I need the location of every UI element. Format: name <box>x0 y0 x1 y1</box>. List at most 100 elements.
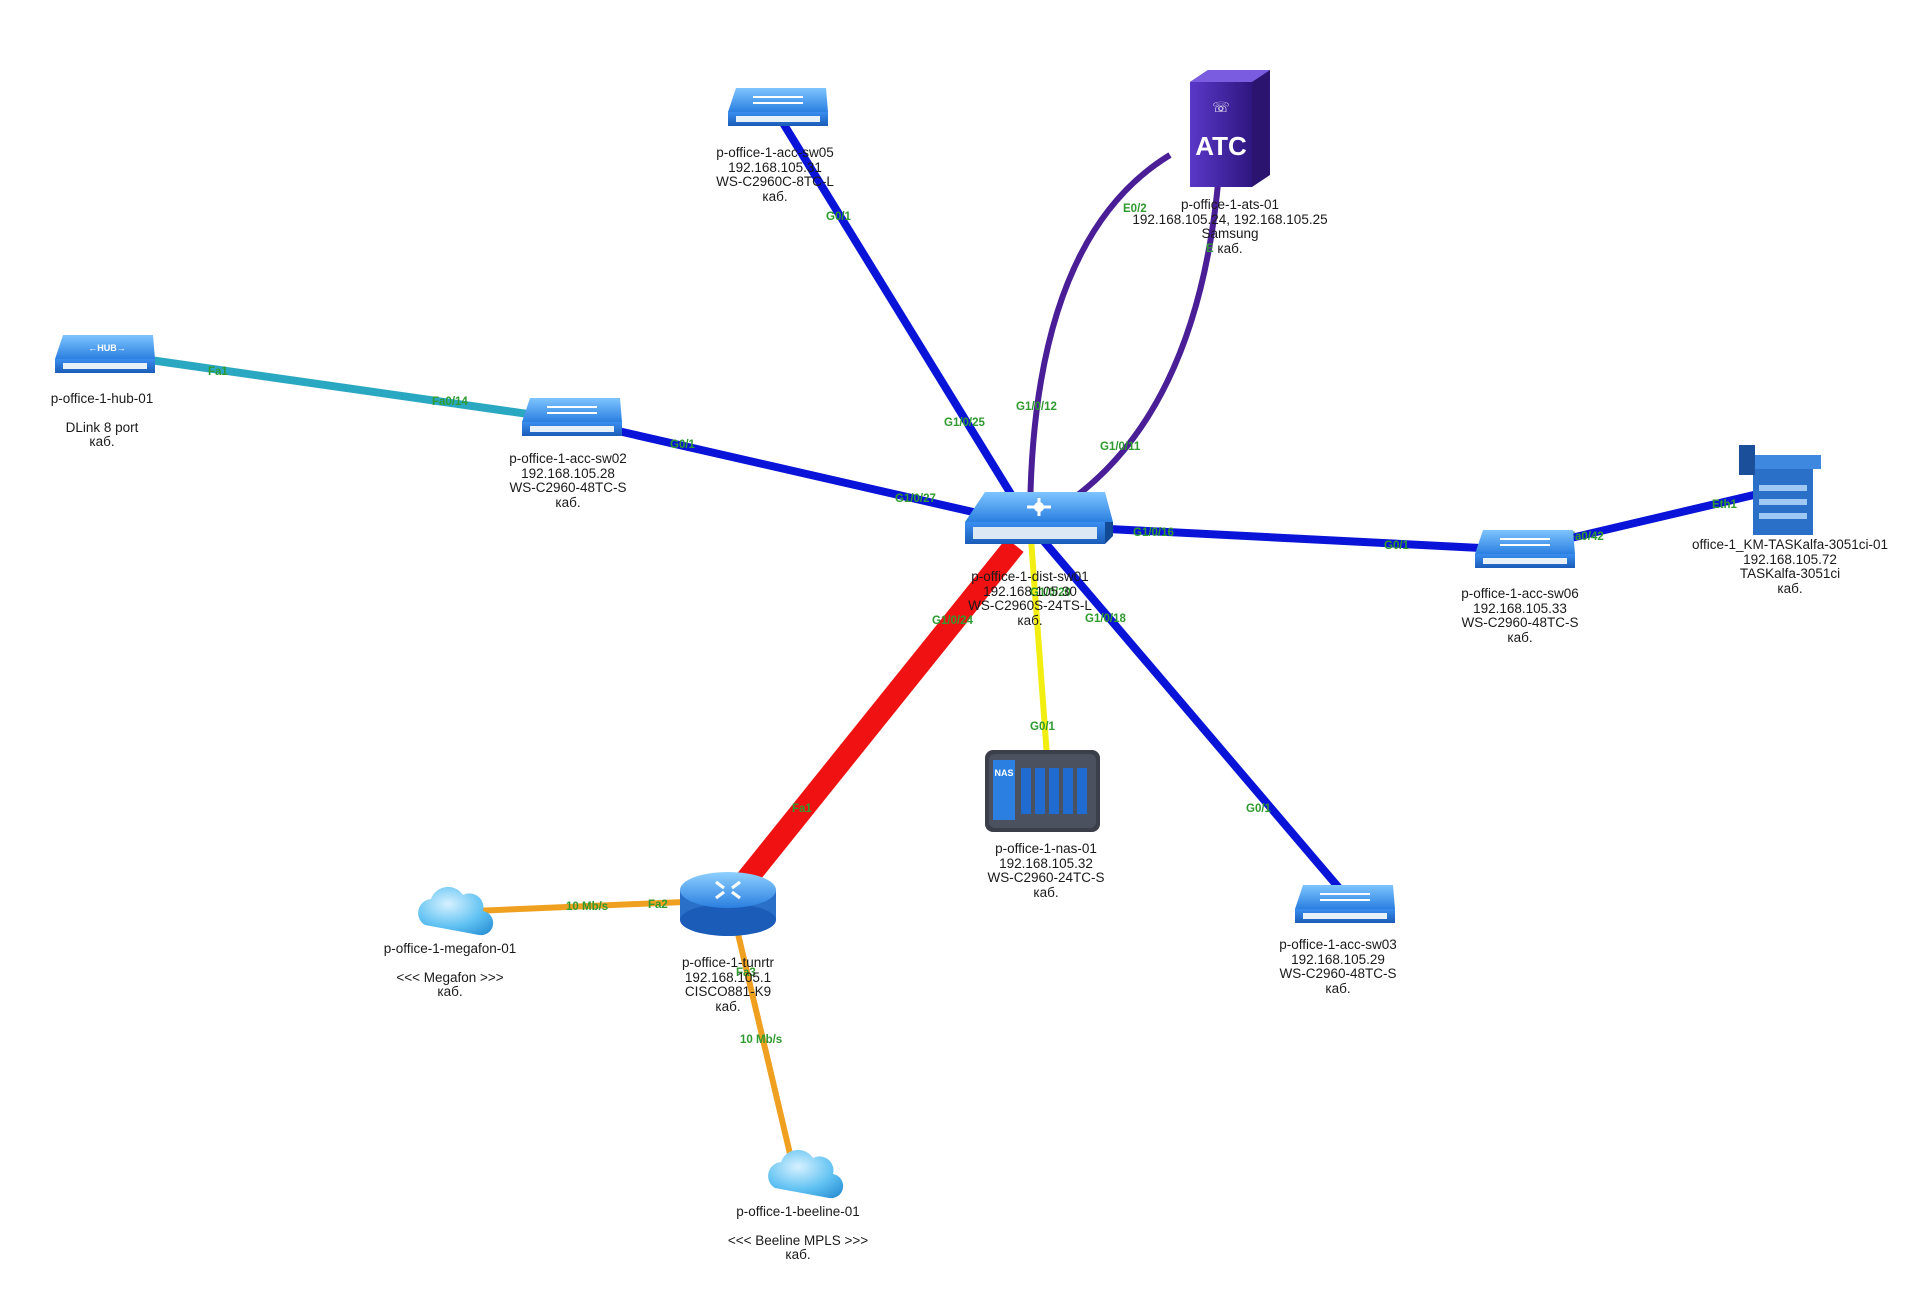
port-label: G1/0/25 <box>944 417 986 429</box>
ip-address: 192.168.105.28 <box>521 465 615 481</box>
nas-storage-icon[interactable]: NAS <box>985 750 1100 832</box>
port-label: G0/1 <box>826 211 852 223</box>
switch-icon[interactable] <box>728 88 828 126</box>
location: каб. <box>1325 980 1351 996</box>
port-label: Fa0/14 <box>432 396 468 408</box>
port-label: Fa0/42 <box>1568 531 1604 543</box>
printer-mfp-icon[interactable] <box>1739 445 1821 535</box>
pbx-cabinet-icon[interactable]: ATC ☏ <box>1190 70 1270 187</box>
port-label: G1/0/16 <box>1133 527 1174 539</box>
model: WS-C2960C-8TC-L <box>716 174 834 189</box>
node-label-sw03: p-office-1-acc-sw03 192.168.105.29 WS-C2… <box>1279 937 1397 996</box>
hostname: p-office-1-dist-sw01 <box>971 569 1089 584</box>
switch-icon[interactable] <box>522 398 622 436</box>
link-ats01-dist01-a[interactable] <box>1027 152 1172 526</box>
svg-text:←HUB→: ←HUB→ <box>88 343 126 353</box>
ip-address: 192.168.105.31 <box>728 159 822 175</box>
node-label-tunrtr: p-office-1-tunrtr 192.168.105.1 CISCO881… <box>681 955 775 1014</box>
location: каб. <box>715 998 741 1014</box>
port-label: G0/1 <box>1384 540 1410 552</box>
hostname: p-office-1-acc-sw06 <box>1461 586 1579 601</box>
svg-text:☏: ☏ <box>1212 100 1230 116</box>
cloud-icon[interactable] <box>418 886 494 936</box>
svg-text:NAS: NAS <box>994 768 1013 778</box>
location: каб. <box>89 434 115 449</box>
hostname: p-office-1-hub-01 <box>50 391 154 406</box>
port-label: G0/1 <box>670 439 696 451</box>
node-label-sw02: p-office-1-acc-sw02 192.168.105.28 WS-C2… <box>509 451 627 510</box>
hub-switch-icon[interactable]: ←HUB→ <box>55 335 155 373</box>
location: каб. <box>437 984 463 999</box>
provider: <<< Megafon >>> <box>396 969 504 985</box>
location: каб. <box>762 188 788 204</box>
location: каб. <box>1033 884 1059 900</box>
node-label-sw05: p-office-1-acc-sw05 192.168.105.31 WS-C2… <box>716 145 834 204</box>
ip-address: 192.168.105.30 <box>983 583 1077 599</box>
link-dist01-sw03[interactable] <box>1026 522 1349 898</box>
node-label-printer: office-1_KM-TASKalfa-3051ci-01 192.168.1… <box>1691 537 1889 596</box>
hostname: p-office-1-acc-sw05 <box>716 145 834 160</box>
hostname: p-office-1-nas-01 <box>995 841 1097 856</box>
hostname: p-office-1-acc-sw03 <box>1279 937 1397 952</box>
node-label-ats01: p-office-1-ats-01 192.168.105.24, 192.16… <box>1132 197 1328 256</box>
node-label-dist01: p-office-1-dist-sw01 192.168.105.30 WS-C… <box>968 569 1092 628</box>
model: WS-C2960-48TC-S <box>1279 966 1397 981</box>
svg-text:ATC: ATC <box>1195 131 1247 161</box>
model: CISCO881-K9 <box>684 984 772 999</box>
ip-address: 192.168.105.24, 192.168.105.25 <box>1132 211 1328 227</box>
port-label: Fa2 <box>648 899 668 911</box>
port-label: G0/1 <box>1246 803 1272 815</box>
router-icon[interactable] <box>680 872 776 936</box>
port-label: Fa1 <box>208 366 228 378</box>
location: каб. <box>1217 240 1243 256</box>
port-label: G1/0/27 <box>895 493 936 505</box>
hostname: p-office-1-tunrtr <box>681 955 775 970</box>
port-label: 10 Mb/s <box>740 1034 782 1046</box>
model: TASKalfa-3051ci <box>1739 566 1841 581</box>
distribution-switch-icon[interactable] <box>965 492 1113 544</box>
ip-address: 192.168.105.33 <box>1473 600 1567 616</box>
port-label: E <box>1206 243 1214 255</box>
hostname: p-office-1-beeline-01 <box>736 1204 860 1219</box>
model: DLink 8 port <box>65 419 139 435</box>
link-hub01-sw02[interactable] <box>149 356 571 424</box>
hostname: p-office-1-ats-01 <box>1180 197 1280 212</box>
port-label: G1/0/18 <box>1085 613 1127 625</box>
location: каб. <box>1777 580 1803 596</box>
port-label: E0/2 <box>1123 203 1147 215</box>
port-label: G0/1 <box>1030 721 1056 733</box>
port-label: G1/0/11 <box>1100 441 1141 453</box>
hostname: p-office-1-acc-sw02 <box>509 451 627 466</box>
port-label: G1/0/24 <box>932 615 974 627</box>
location: каб. <box>785 1247 811 1262</box>
node-label-sw06: p-office-1-acc-sw06 192.168.105.33 WS-C2… <box>1461 586 1579 645</box>
port-label: 10 Mb/s <box>566 901 608 913</box>
hostname: office-1_KM-TASKalfa-3051ci-01 <box>1691 537 1889 552</box>
model: WS-C2960-48TC-S <box>509 480 627 495</box>
port-label: Eth1 <box>1712 499 1738 511</box>
switch-icon[interactable] <box>1295 885 1395 923</box>
hostname: p-office-1-megafon-01 <box>383 941 517 956</box>
link-tunrtr-beeline[interactable] <box>727 899 798 1176</box>
switch-icon[interactable] <box>1475 530 1575 568</box>
model: WS-C2960-48TC-S <box>1461 615 1579 630</box>
port-label: G1/0/20 <box>1030 587 1071 599</box>
port-label: G1/0/12 <box>1016 401 1057 413</box>
ip-address: 192.168.105.1 <box>684 969 772 985</box>
link-sw05-dist01[interactable] <box>771 107 1034 528</box>
location: каб. <box>1507 629 1533 645</box>
model: Samsung <box>1201 226 1259 241</box>
provider: <<< Beeline MPLS >>> <box>727 1232 869 1248</box>
node-label-megafon: p-office-1-megafon-01 <<< Megafon >>> ка… <box>383 941 517 1000</box>
node-label-beeline: p-office-1-beeline-01 <<< Beeline MPLS >… <box>727 1204 869 1263</box>
port-label: Fa3 <box>736 967 756 979</box>
cloud-icon[interactable] <box>768 1149 844 1199</box>
link-dist01-tunrtr[interactable] <box>721 538 1024 907</box>
link-sw02-dist01[interactable] <box>569 416 1031 529</box>
location: каб. <box>555 494 581 510</box>
ip-address: 192.168.105.72 <box>1743 551 1837 567</box>
link-dist01-nas01[interactable] <box>1027 524 1051 771</box>
ip-address: 192.168.105.32 <box>999 855 1093 871</box>
